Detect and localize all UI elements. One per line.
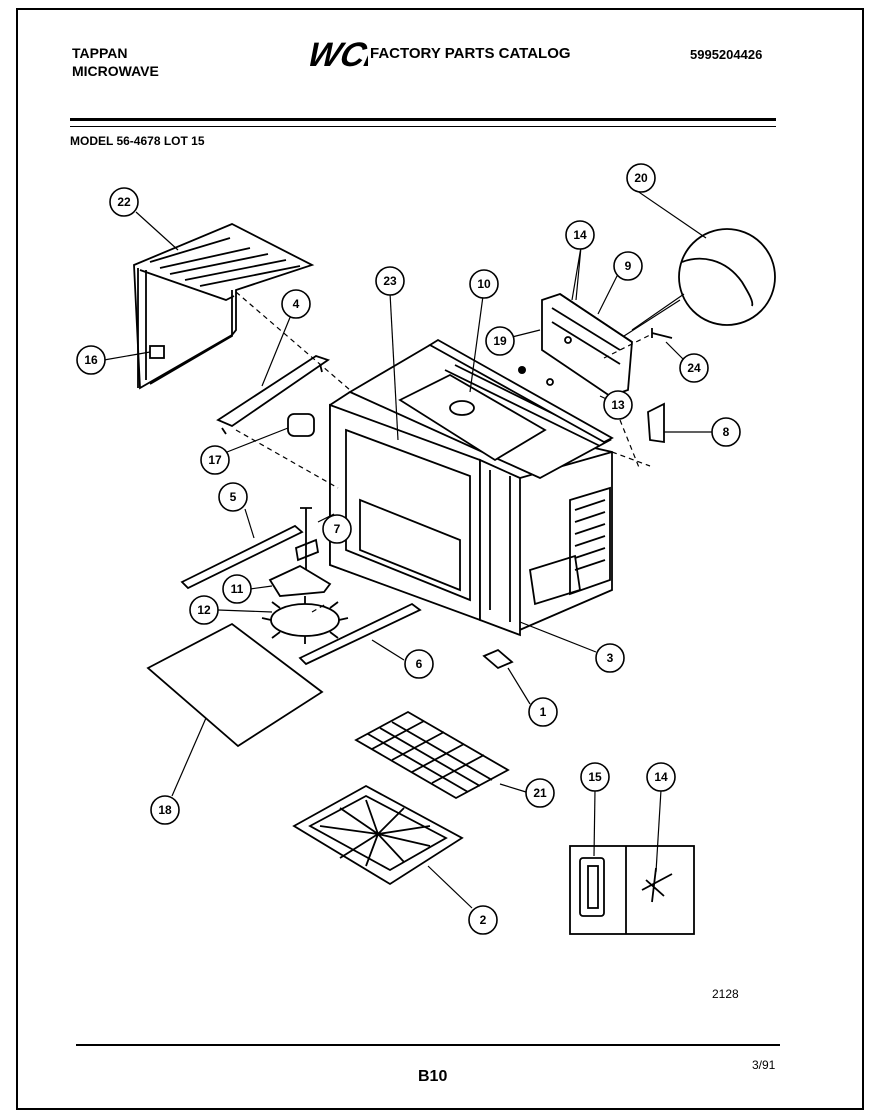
callout-13: 13 bbox=[603, 390, 633, 420]
callout-7: 7 bbox=[322, 514, 352, 544]
svg-text:13: 13 bbox=[611, 398, 625, 412]
part-19-knob bbox=[518, 366, 526, 374]
svg-text:23: 23 bbox=[383, 274, 397, 288]
svg-text:9: 9 bbox=[625, 259, 632, 273]
callout-10: 10 bbox=[469, 269, 499, 299]
callout-6: 6 bbox=[404, 649, 434, 679]
svg-text:21: 21 bbox=[533, 786, 547, 800]
part-9-control-panel bbox=[541, 293, 633, 397]
callout-11: 11 bbox=[222, 574, 252, 604]
svg-text:20: 20 bbox=[634, 171, 648, 185]
callout-4: 4 bbox=[281, 289, 311, 319]
leader-lines bbox=[103, 185, 714, 909]
wci-logo: WCI bbox=[304, 36, 368, 73]
part-1-switch bbox=[482, 648, 514, 670]
catalog-title: FACTORY PARTS CATALOG bbox=[370, 45, 571, 62]
callout-12: 12 bbox=[189, 595, 219, 625]
header-rule-thin bbox=[70, 126, 776, 127]
svg-text:14: 14 bbox=[573, 228, 587, 242]
part-17-clip bbox=[287, 413, 315, 437]
svg-text:12: 12 bbox=[197, 603, 211, 617]
callout-17: 17 bbox=[200, 445, 230, 475]
model-line: MODEL 56-4678 LOT 15 bbox=[70, 134, 205, 148]
logo-text: WCI bbox=[304, 36, 368, 73]
svg-text:2: 2 bbox=[480, 913, 487, 927]
part-7-stirrer-drive bbox=[294, 507, 320, 570]
svg-text:6: 6 bbox=[416, 657, 423, 671]
svg-text:22: 22 bbox=[117, 195, 131, 209]
drawing-code: 2128 bbox=[712, 987, 739, 1001]
callout-18: 18 bbox=[150, 795, 180, 825]
part-13-screw bbox=[546, 378, 554, 386]
part-11-stirrer-blade bbox=[268, 564, 332, 597]
part-24-screw bbox=[651, 328, 673, 339]
svg-text:18: 18 bbox=[158, 803, 172, 817]
callout-3: 3 bbox=[595, 643, 625, 673]
callout-8: 8 bbox=[711, 417, 741, 447]
callout-24: 24 bbox=[679, 353, 709, 383]
catalog-part-number: 5995204426 bbox=[690, 47, 763, 62]
callout-9: 9 bbox=[613, 251, 643, 281]
part-21-rack bbox=[354, 710, 510, 800]
callout-14-top: 14 bbox=[565, 220, 595, 250]
svg-text:17: 17 bbox=[208, 453, 222, 467]
footer-rule bbox=[76, 1044, 780, 1046]
callout-16: 16 bbox=[76, 345, 106, 375]
callout-23: 23 bbox=[375, 266, 405, 296]
svg-text:11: 11 bbox=[231, 582, 244, 596]
part-10-top-assembly bbox=[348, 338, 614, 480]
svg-text:5: 5 bbox=[230, 490, 237, 504]
svg-text:16: 16 bbox=[84, 353, 98, 367]
svg-text:24: 24 bbox=[687, 361, 701, 375]
alignment-lines bbox=[235, 291, 653, 613]
page-number: B10 bbox=[418, 1068, 448, 1085]
part-16-latch bbox=[149, 345, 165, 359]
catalog-date: 3/91 bbox=[752, 1058, 776, 1072]
svg-text:19: 19 bbox=[493, 334, 507, 348]
part-2-turntable bbox=[292, 784, 464, 886]
callout-20: 20 bbox=[626, 163, 656, 193]
svg-text:1: 1 bbox=[540, 705, 547, 719]
part-5-rail bbox=[180, 524, 304, 590]
callout-1: 1 bbox=[528, 697, 558, 727]
svg-text:10: 10 bbox=[477, 277, 491, 291]
catalog-page-frame bbox=[16, 8, 864, 1110]
part-22-outer-wrapper bbox=[133, 223, 315, 390]
part-6-rail bbox=[298, 602, 422, 666]
svg-text:8: 8 bbox=[723, 425, 730, 439]
callout-21: 21 bbox=[525, 778, 555, 808]
inset-box bbox=[569, 845, 695, 935]
part-8-plate bbox=[647, 402, 665, 444]
svg-text:7: 7 bbox=[334, 522, 341, 536]
part-18-tray bbox=[146, 622, 324, 748]
svg-text:3: 3 bbox=[607, 651, 614, 665]
callout-22: 22 bbox=[109, 187, 139, 217]
callout-19: 19 bbox=[485, 326, 515, 356]
part-12-stirrer-fan bbox=[261, 596, 349, 644]
svg-text:15: 15 bbox=[588, 770, 602, 784]
brand-name: TAPPAN bbox=[72, 45, 128, 61]
callout-2: 2 bbox=[468, 905, 498, 935]
callout-5: 5 bbox=[218, 482, 248, 512]
part-4-rail bbox=[216, 355, 330, 435]
header-rule bbox=[70, 118, 776, 121]
part-20-detail bbox=[623, 228, 776, 337]
product-type: MICROWAVE bbox=[72, 63, 159, 79]
callout-15: 15 bbox=[580, 762, 610, 792]
callout-14-inset: 14 bbox=[646, 762, 676, 792]
svg-text:14: 14 bbox=[654, 770, 668, 784]
brand-block: TAPPAN MICROWAVE bbox=[72, 44, 159, 80]
svg-text:4: 4 bbox=[293, 297, 300, 311]
